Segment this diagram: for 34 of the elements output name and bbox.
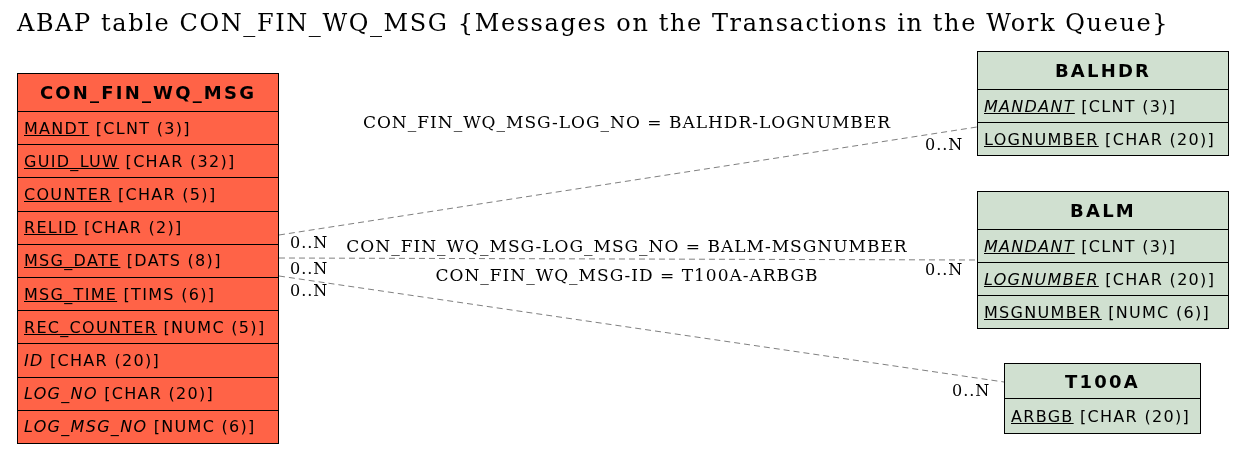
field-definition: ID [CHAR (20)] [24,351,160,370]
table-name: BALM [1070,200,1136,221]
cardinality-label: 0..N [290,261,329,277]
field-definition: LOG_MSG_NO [NUMC (6)] [24,417,256,437]
table-name: CON_FIN_WQ_MSG [39,82,257,103]
database-table [977,51,1229,156]
field-definition: MSG_DATE [DATS (8)] [24,251,222,271]
field-definition: RELID [CHAR (2)] [24,218,183,238]
database-table [17,73,279,444]
field-definition: MSG_TIME [TIMS (6)] [24,284,216,304]
field-definition: MSGNUMBER [NUMC (6)] [984,302,1211,322]
field-definition: GUID_LUW [CHAR (32)] [24,151,236,171]
relation-line [278,126,978,236]
field-definition: MANDT [CLNT (3)] [24,118,191,138]
field-definition: ARBGB [CHAR (20)] [1011,406,1190,426]
field-definition: LOGNUMBER [CHAR (20)] [984,269,1216,289]
cardinality-label: 0..N [290,283,329,299]
database-table [1004,363,1201,434]
database-table [977,191,1229,329]
field-definition: MANDANT [CLNT (3)] [984,236,1177,256]
cardinality-label: 0..N [952,383,991,399]
cardinality-label: 0..N [925,262,964,278]
relation-line [278,257,978,261]
table-name: BALHDR [1054,60,1152,81]
field-definition: MANDANT [CLNT (3)] [984,96,1177,116]
cardinality-label: 0..N [925,137,964,153]
cardinality-label: 0..N [290,235,329,251]
diagram-title: ABAP table CON_FIN_WQ_MSG {Messages on the Transactions in the Work Queue} [17,9,1170,37]
field-definition: COUNTER [CHAR (5)] [24,185,217,204]
field-definition: REC_COUNTER [NUMC (5)] [24,317,266,337]
table-name: T100A [1065,370,1140,392]
field-definition: LOGNUMBER [CHAR (20)] [984,129,1216,149]
relation-line [278,275,1005,383]
field-definition: LOG_NO [CHAR (20)] [24,384,215,404]
